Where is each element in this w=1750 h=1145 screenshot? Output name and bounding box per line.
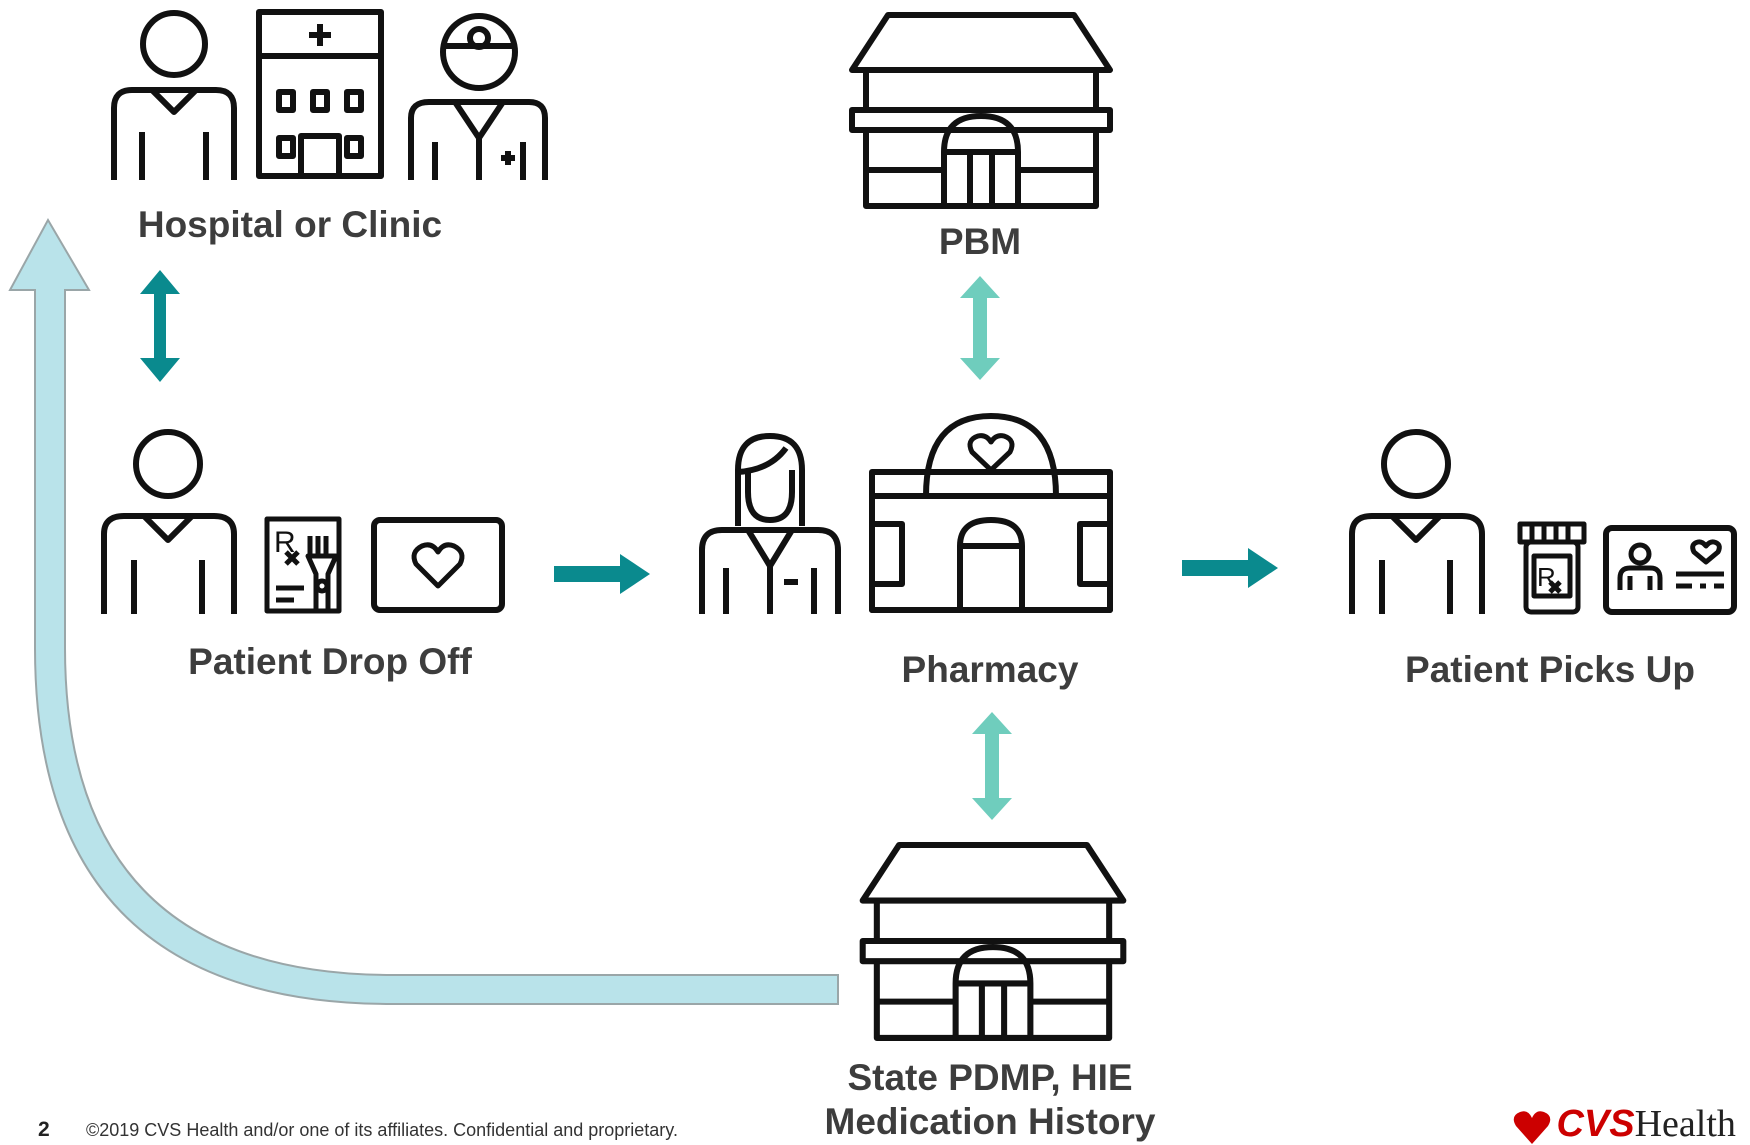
storefront-icon xyxy=(859,842,1127,1041)
pickup-label: Patient Picks Up xyxy=(1405,649,1695,690)
pharmacy-pickup-arrow xyxy=(1182,548,1278,588)
person-icon xyxy=(1349,429,1485,614)
hospital-building-icon xyxy=(256,9,384,179)
copyright-text: ©2019 CVS Health and/or one of its affil… xyxy=(86,1120,678,1140)
dropoff-label: Patient Drop Off xyxy=(188,641,472,682)
id-card-icon xyxy=(1603,525,1737,615)
hospital-label: Hospital or Clinic xyxy=(137,204,443,245)
pbm-pharmacy-double-arrow xyxy=(960,276,1000,380)
storefront-icon xyxy=(849,12,1113,209)
logo-text-regular: Health xyxy=(1634,1103,1736,1145)
pharmacy-building-icon xyxy=(869,413,1113,613)
dropoff-pharmacy-arrow xyxy=(554,554,650,594)
prescription-paper-icon: R xyxy=(264,516,342,614)
person-icon xyxy=(111,10,237,180)
logo-text-bold: CVS xyxy=(1556,1103,1635,1145)
insurance-card-icon xyxy=(371,517,505,613)
pharmacy-pdmp-double-arrow xyxy=(972,712,1012,820)
svg-text:R: R xyxy=(274,526,296,559)
pbm-label: PBM xyxy=(938,221,1022,262)
cvs-health-logo: CVSHealth xyxy=(1512,1104,1736,1144)
pharmacist-icon xyxy=(699,433,841,614)
doctor-icon xyxy=(408,13,548,180)
pill-bottle-icon: R xyxy=(1517,521,1587,615)
person-icon xyxy=(101,429,237,614)
heart-icon xyxy=(1513,1111,1551,1144)
page-number: 2 xyxy=(38,1118,50,1141)
pdmp-label-line2: Medication History xyxy=(824,1101,1156,1142)
pdmp-label-line1: State PDMP, HIE xyxy=(847,1057,1133,1098)
hospital-dropoff-double-arrow xyxy=(140,270,180,382)
pharmacy-label: Pharmacy xyxy=(901,649,1079,690)
